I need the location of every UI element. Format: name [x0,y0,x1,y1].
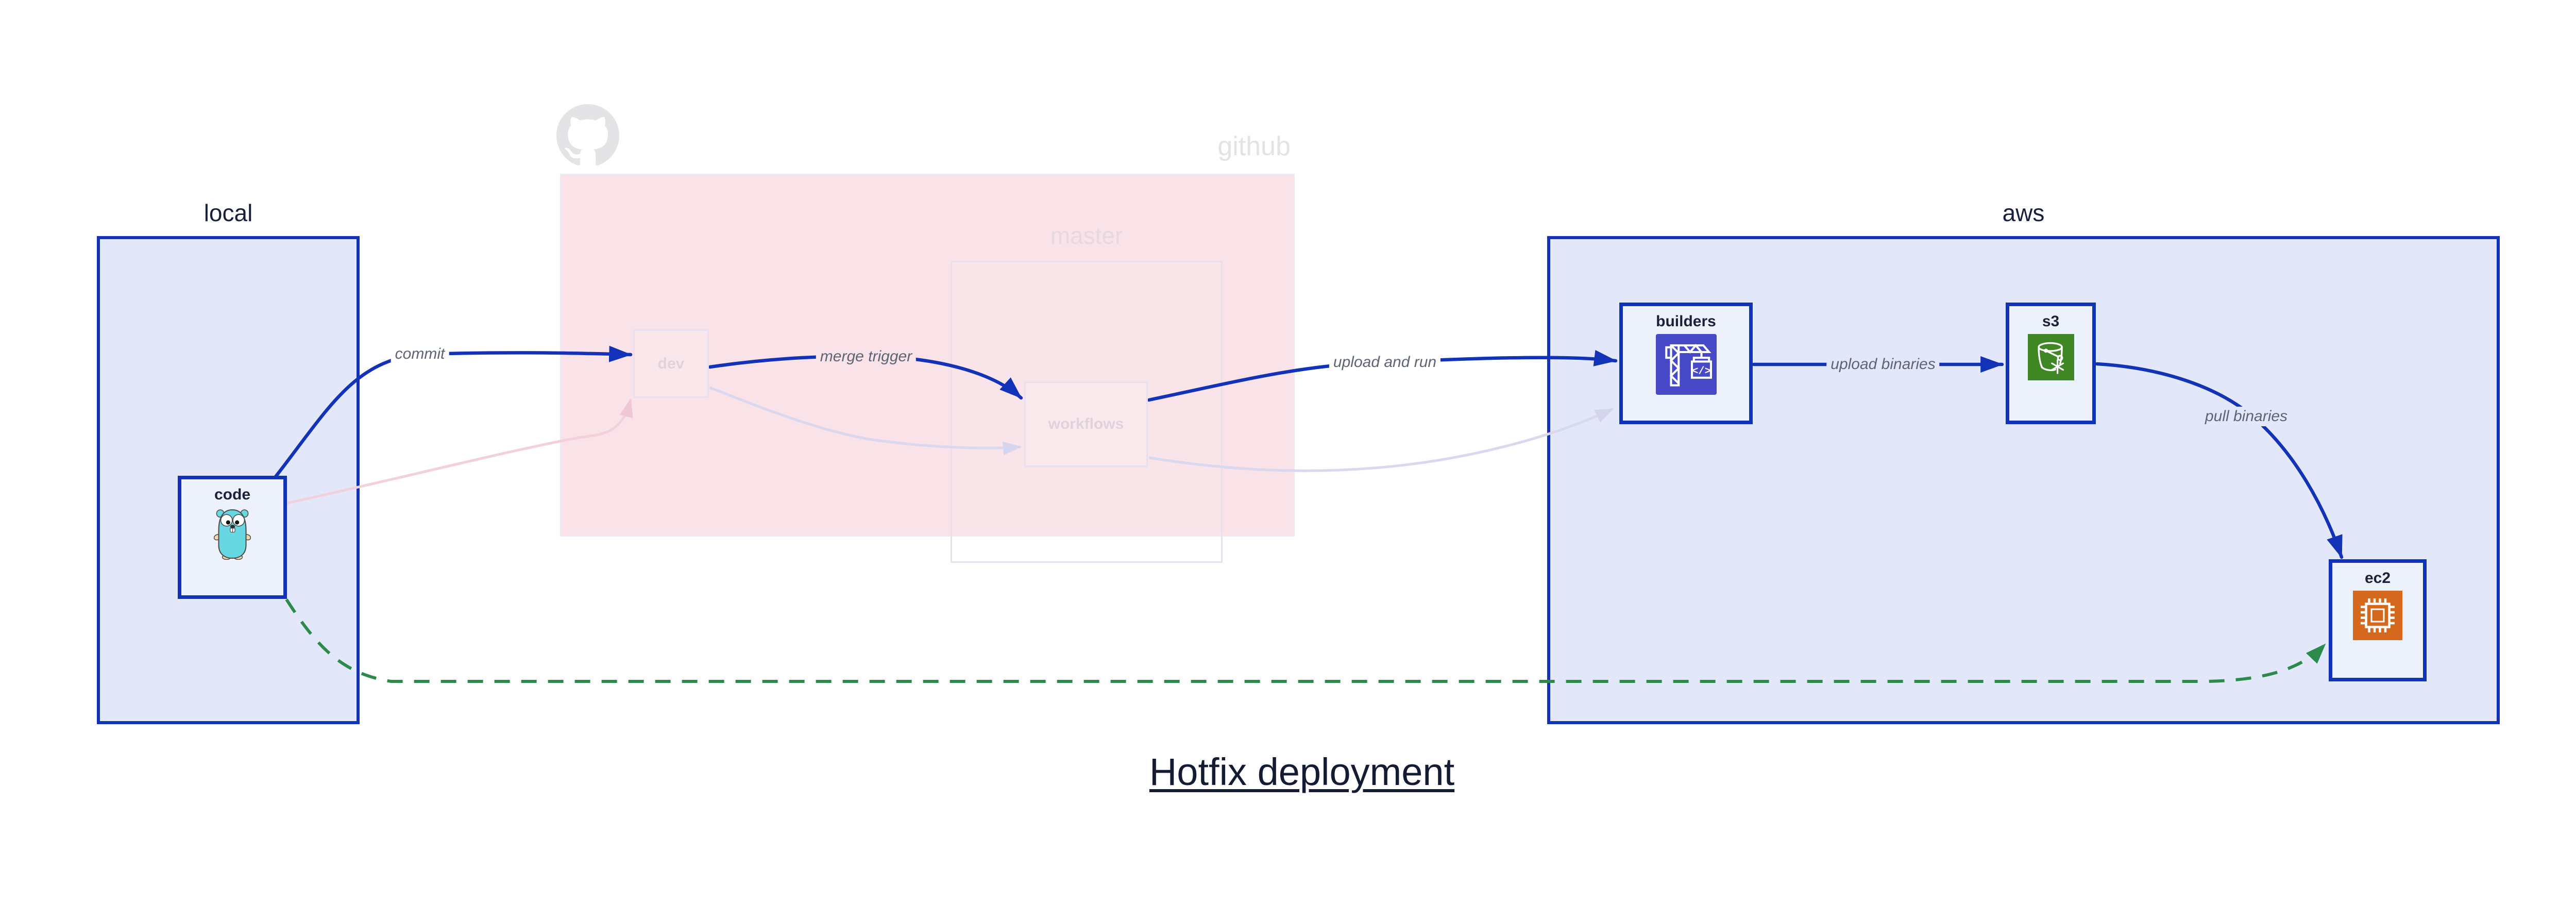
github-octocat-icon [556,104,619,165]
ec2-chip-icon [2353,591,2402,640]
github-region-box [560,174,1295,537]
local-group-label: local [204,199,253,226]
commit-edge [273,345,633,479]
ec2-node: ec2 [2329,559,2427,681]
diagram-title: Hotfix deployment [1149,750,1455,793]
faded-workflows-to-builders-edge [1148,407,1614,472]
aws-group-label: aws [2002,199,2045,226]
github-group-label: github [1217,131,1291,161]
workflows-node: workflows [1024,381,1148,467]
dev-node-label: dev [657,355,685,372]
svg-text:</>: </> [1692,365,1710,377]
go-gopher-icon [214,509,251,560]
code-node-label: code [214,486,251,503]
workflows-node-label: workflows [1048,415,1124,432]
s3-node: s3 [2006,303,2096,424]
code-node: code [178,476,287,599]
codebuild-crane-icon: </> [1655,334,1717,395]
master-branch-box [951,261,1223,563]
master-branch-label: master [1050,222,1123,249]
s3-glacier-bucket-icon [2027,334,2074,380]
upload-binaries-edge-label: upload binaries [1826,355,1940,374]
faded-code-to-dev-edge [287,398,633,505]
ec2-node-label: ec2 [2364,570,2391,587]
commit-edge-label: commit [391,344,449,364]
hotfix-bypass-edge [285,598,2327,683]
upload-and-run-edge-label: upload and run [1329,353,1441,372]
s3-node-label: s3 [2042,313,2060,330]
pull-binaries-edge [2095,362,2344,559]
dev-node: dev [633,329,709,398]
pull-binaries-edge-label: pull binaries [2200,407,2292,426]
faded-dev-to-workflows-edge [709,386,1022,456]
builders-node: builders </> [1619,303,1753,424]
merge-trigger-edge-label: merge trigger [816,347,917,366]
builders-node-label: builders [1656,313,1716,330]
